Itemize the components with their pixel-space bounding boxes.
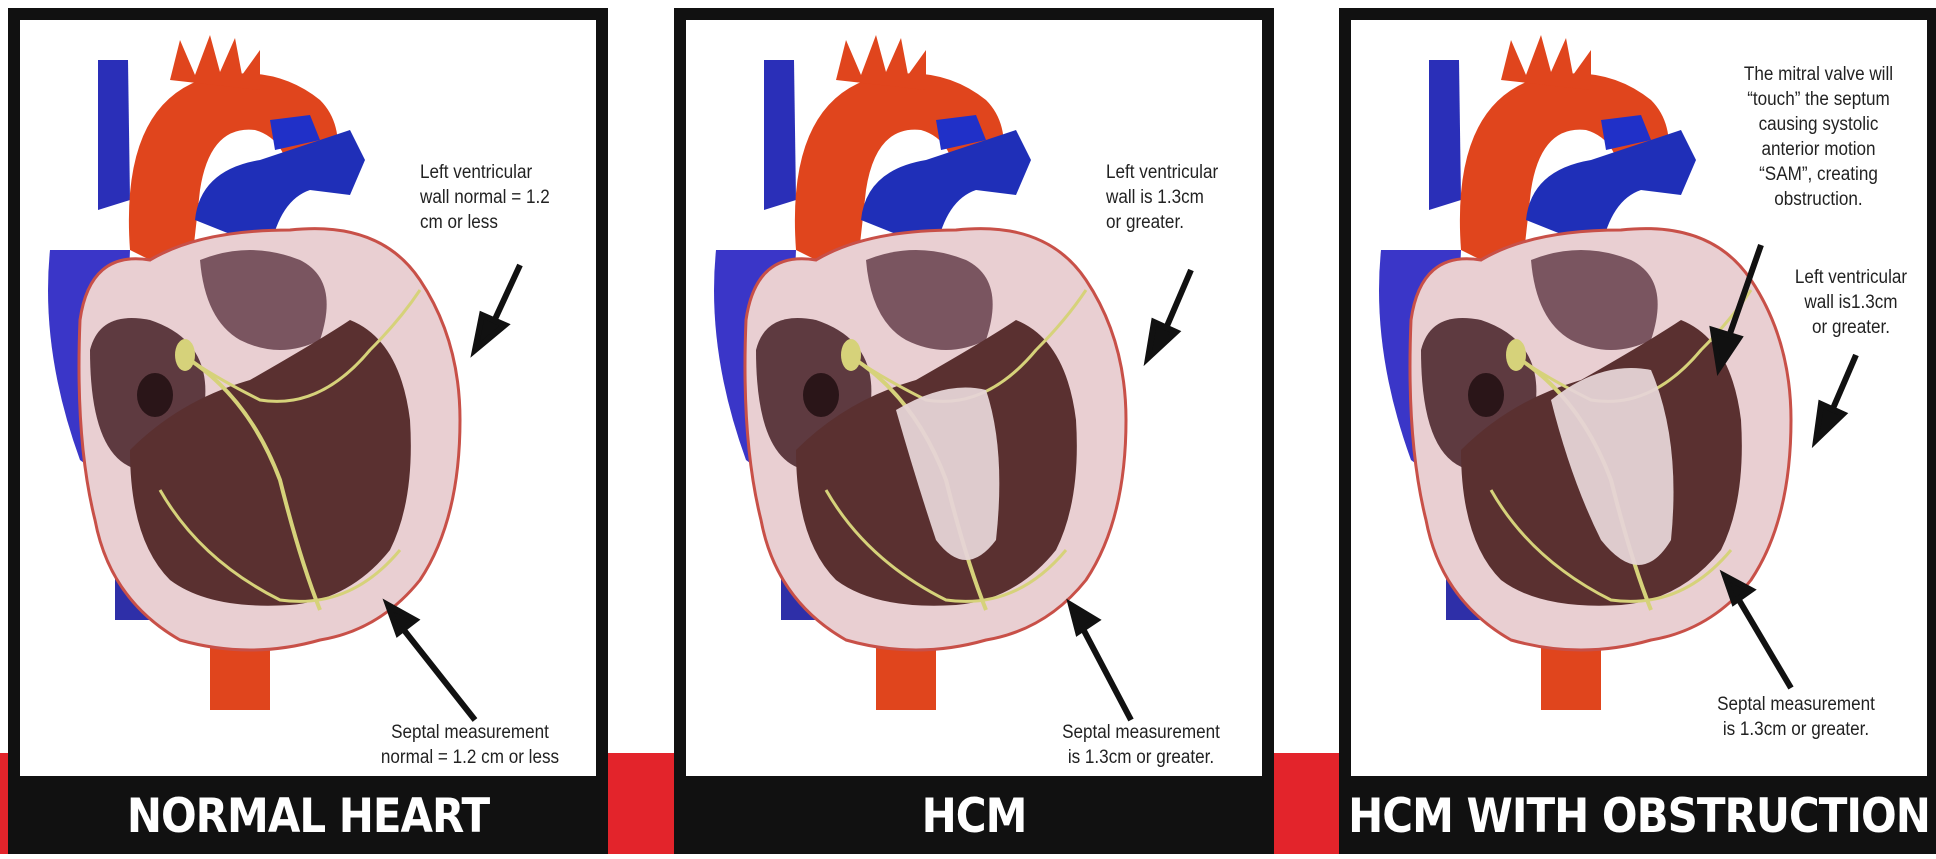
label-septal-measurement: Septal measurement is 1.3cm or greater. xyxy=(1051,720,1231,770)
panel-illustration-area: Left ventricular wall is 1.3cm or greate… xyxy=(686,20,1262,776)
normal-heart-illustration xyxy=(20,20,596,776)
panel-caption: HCM WITH OBSTRUCTION xyxy=(1339,771,1936,858)
panel-hcm-with-obstruction: The mitral valve will “touch” the septum… xyxy=(1339,8,1936,854)
label-mitral-valve-sam: The mitral valve will “touch” the septum… xyxy=(1726,62,1911,212)
label-septal-measurement: Septal measurement normal = 1.2 cm or le… xyxy=(371,720,569,770)
label-left-ventricular-wall: Left ventricular wall is 1.3cm or greate… xyxy=(1106,160,1218,235)
label-left-ventricular-wall: Left ventricular wall normal = 1.2 cm or… xyxy=(420,160,550,235)
panel-normal-heart: Left ventricular wall normal = 1.2 cm or… xyxy=(8,8,608,854)
panel-caption: NORMAL HEART xyxy=(8,771,608,858)
label-septal-measurement: Septal measurement is 1.3cm or greater. xyxy=(1706,692,1886,742)
panel-caption: HCM xyxy=(674,771,1274,858)
panel-illustration-area: Left ventricular wall normal = 1.2 cm or… xyxy=(20,20,596,776)
panel-illustration-area: The mitral valve will “touch” the septum… xyxy=(1351,20,1927,776)
label-left-ventricular-wall: Left ventricular wall is1.3cm or greater… xyxy=(1788,265,1914,340)
panel-hcm: Left ventricular wall is 1.3cm or greate… xyxy=(674,8,1274,854)
hcm-heart-illustration xyxy=(686,20,1262,776)
